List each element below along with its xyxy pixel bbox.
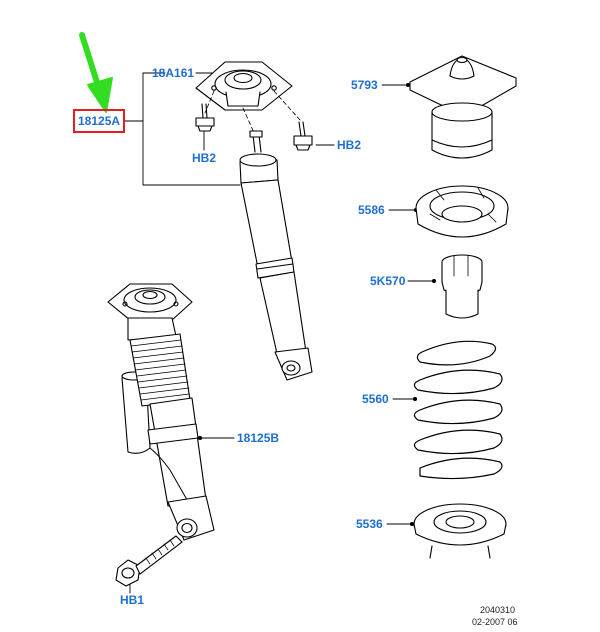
bump-stop-5k570[interactable] — [441, 254, 483, 319]
air-spring-strut-18125b[interactable] — [107, 283, 215, 541]
coil-spring-5560[interactable] — [413, 340, 503, 480]
diagram-date: 02-2007 06 — [472, 617, 518, 627]
leader-lines — [123, 70, 437, 594]
callout-18125a[interactable]: 18125A — [78, 114, 121, 128]
shock-absorber-18125a[interactable] — [239, 130, 313, 381]
callout-hb2-left[interactable]: HB2 — [192, 151, 217, 165]
spring-seat-5586[interactable] — [415, 185, 509, 238]
lower-spring-seat-5536[interactable] — [413, 503, 507, 559]
bolt-hb1[interactable] — [115, 535, 183, 587]
callout-5560[interactable]: 5560 — [362, 392, 389, 406]
callout-18125b[interactable]: 18125B — [237, 431, 280, 445]
callout-18a161[interactable]: 18A161 — [152, 66, 195, 80]
top-mount-18a161[interactable] — [195, 61, 301, 136]
callout-5k570[interactable]: 5K570 — [370, 274, 406, 288]
dust-cover-5793[interactable] — [409, 55, 517, 159]
callout-5793[interactable]: 5793 — [351, 78, 378, 92]
callout-5586[interactable]: 5586 — [358, 203, 385, 217]
callout-hb1[interactable]: HB1 — [120, 593, 145, 607]
green-arrow-icon — [79, 32, 113, 113]
callout-hb2-right[interactable]: HB2 — [337, 138, 362, 152]
callout-5536[interactable]: 5536 — [356, 517, 383, 531]
bolt-hb2-right[interactable] — [293, 121, 313, 151]
selected-part-highlight — [73, 109, 125, 133]
diagram-code: 2040310 — [480, 605, 516, 615]
bolt-hb2-left[interactable] — [195, 103, 215, 132]
